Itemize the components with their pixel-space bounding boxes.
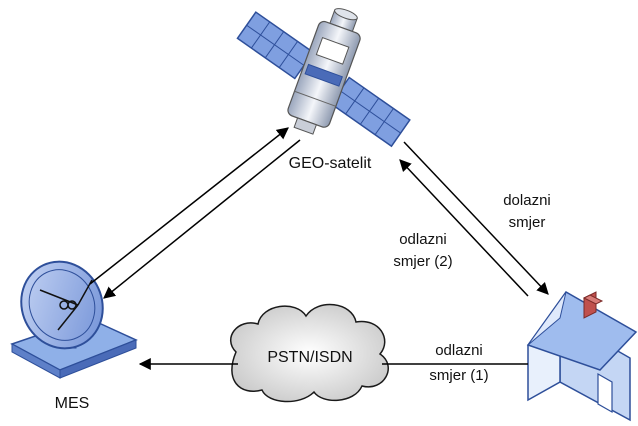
arrow-house-to-satellite: [399, 159, 529, 297]
satellite-label: GEO-satelit: [289, 155, 372, 172]
incoming-label-line1: dolazni: [503, 192, 551, 209]
outgoing2-label-line1: odlazni: [399, 231, 447, 248]
satellite-icon: [236, 8, 411, 148]
arrow-satellite-to-house: [403, 141, 549, 295]
incoming-label-line2: smjer: [509, 214, 546, 231]
mes-label: MES: [55, 395, 90, 412]
arrow-mes-to-satellite: [89, 127, 289, 285]
cloud-label: PSTN/ISDN: [267, 349, 352, 366]
arrow-satellite-to-mes: [103, 139, 301, 299]
outgoing1-label-line2: smjer (1): [429, 367, 488, 384]
cloud-icon: [230, 303, 389, 403]
outgoing2-label-line2: smjer (2): [393, 253, 452, 270]
house-icon: [526, 291, 638, 422]
satellite-dish-icon: [10, 260, 138, 379]
outgoing1-label-line1: odlazni: [435, 342, 483, 359]
